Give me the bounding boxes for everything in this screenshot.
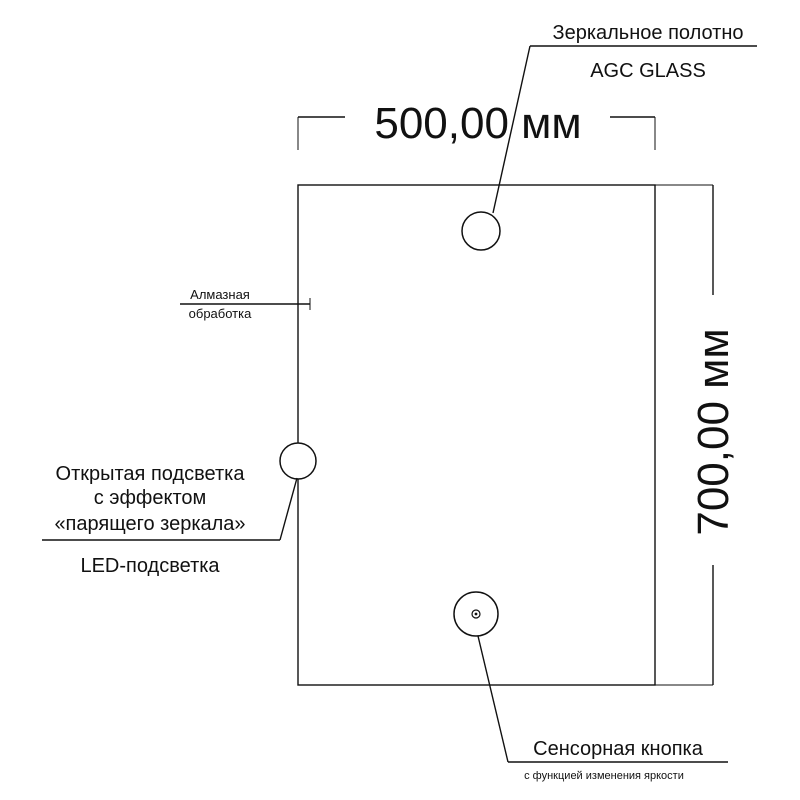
button-label-line2: с функцией изменения яркости — [524, 770, 684, 782]
touch-button-icon — [453, 591, 499, 637]
width-dimension-label: 500,00 мм — [374, 99, 581, 148]
height-dimension-label: 700,00 мм — [689, 328, 738, 535]
mirror-leader — [492, 45, 531, 214]
circle-marker-icon — [461, 211, 501, 251]
light-label-line1: Открытая подсветка — [56, 463, 246, 485]
circle-marker-icon — [279, 442, 317, 480]
mirror-label-line2: AGC GLASS — [590, 60, 706, 82]
light-label-line3: «парящего зеркала» — [54, 513, 245, 535]
diamond-label-line1: Алмазная — [190, 287, 250, 302]
button-label-line1: Сенсорная кнопка — [533, 738, 704, 760]
button-leader — [477, 635, 509, 763]
light-leader — [279, 477, 298, 541]
light-label-line4: LED-подсветка — [80, 555, 220, 577]
light-label-line2: с эффектом — [94, 487, 207, 509]
mirror-outline — [297, 184, 656, 686]
mirror-label-line1: Зеркальное полотно — [553, 22, 744, 44]
diamond-label-line2: обработка — [189, 306, 252, 321]
